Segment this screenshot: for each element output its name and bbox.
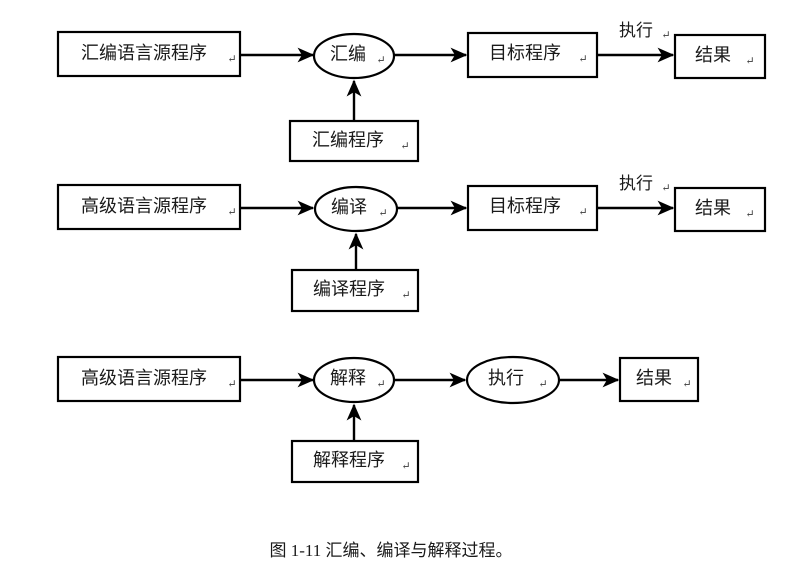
assembly-process-node: 汇编 ↵ [312,32,396,80]
assembly-execute-edge-label: 执行 [619,21,653,40]
assembly-source-box [56,30,242,78]
pilcrow-icon: ↵ [745,209,754,221]
pilcrow-icon: ↵ [378,208,387,220]
assembly-object-label: 目标程序 [489,43,561,63]
compile-result-label: 结果 [695,198,731,218]
interpret-process-node: 解释 ↵ [312,356,396,404]
pilcrow-icon: ↵ [400,141,409,153]
pilcrow-icon: ↵ [661,183,670,195]
pilcrow-icon: ↵ [578,207,587,219]
figure-caption-text: 图 1-11 汇编、编译与解释过程。 [269,541,512,560]
compile-source-label: 高级语言源程序 [81,196,207,216]
pilcrow-icon: ↵ [227,54,236,66]
interpret-result-box [618,356,700,403]
assembly-tool-node: 汇编程序 ↵ [288,119,420,163]
compile-result-box [673,186,767,233]
assembly-process-row: 汇编语言源程序 ↵ 汇编 ↵ 汇编程序 ↵ [56,21,767,163]
assembly-process-label: 汇编 [330,44,366,64]
compile-object-box [466,184,599,232]
assembly-tool-label: 汇编程序 [312,130,384,150]
assembly-result-node: 结果 ↵ [673,33,767,80]
compile-edge-label-group: 执行 ↵ [619,174,671,195]
compile-tool-node: 编译程序 ↵ [290,268,420,313]
pilcrow-icon: ↵ [227,207,236,219]
assembly-source-label: 汇编语言源程序 [81,43,207,63]
pilcrow-icon: ↵ [578,54,587,66]
interpret-process-row: 高级语言源程序 ↵ 解释 ↵ 解释程序 ↵ 执行 ↵ [56,355,700,484]
assembly-object-node: 目标程序 ↵ [466,31,599,79]
assembly-edge-label-group: 执行 ↵ [619,21,671,42]
assembly-source-node: 汇编语言源程序 ↵ [56,30,242,78]
pilcrow-icon: ↵ [227,379,236,391]
compile-tool-label: 编译程序 [313,279,385,299]
interpret-execute-label: 执行 [488,368,524,388]
compile-process-node: 编译 ↵ [313,185,399,233]
assembly-tool-box [288,119,420,163]
compile-result-node: 结果 ↵ [673,186,767,233]
interpret-tool-node: 解释程序 ↵ [290,439,420,484]
pilcrow-icon: ↵ [401,461,410,473]
compile-source-box [56,183,242,231]
interpret-execute-node: 执行 ↵ [465,355,561,405]
pilcrow-icon: ↵ [682,379,691,391]
compile-source-node: 高级语言源程序 ↵ [56,183,242,231]
interpret-process-label: 解释 [330,368,366,388]
figure-caption: 图 1-11 汇编、编译与解释过程。 [269,541,512,560]
interpret-tool-label: 解释程序 [313,450,385,470]
pilcrow-icon: ↵ [661,30,670,42]
compile-process-row: 高级语言源程序 ↵ 编译 ↵ 编译程序 ↵ 目标程序 ↵ [56,174,767,313]
compile-object-label: 目标程序 [489,196,561,216]
assembly-result-box [673,33,767,80]
compile-execute-edge-label: 执行 [619,174,653,193]
interpret-source-label: 高级语言源程序 [81,368,207,388]
pilcrow-icon: ↵ [745,56,754,68]
pilcrow-icon: ↵ [401,290,410,302]
pilcrow-icon: ↵ [376,379,385,391]
compile-object-node: 目标程序 ↵ [466,184,599,232]
interpret-result-label: 结果 [636,368,672,388]
pilcrow-icon: ↵ [376,55,385,67]
interpret-result-node: 结果 ↵ [618,356,700,403]
interpret-tool-box [290,439,420,484]
assembly-result-label: 结果 [695,45,731,65]
pilcrow-icon: ↵ [538,379,547,391]
interpret-source-node: 高级语言源程序 ↵ [56,355,242,403]
compile-process-label: 编译 [331,197,367,217]
